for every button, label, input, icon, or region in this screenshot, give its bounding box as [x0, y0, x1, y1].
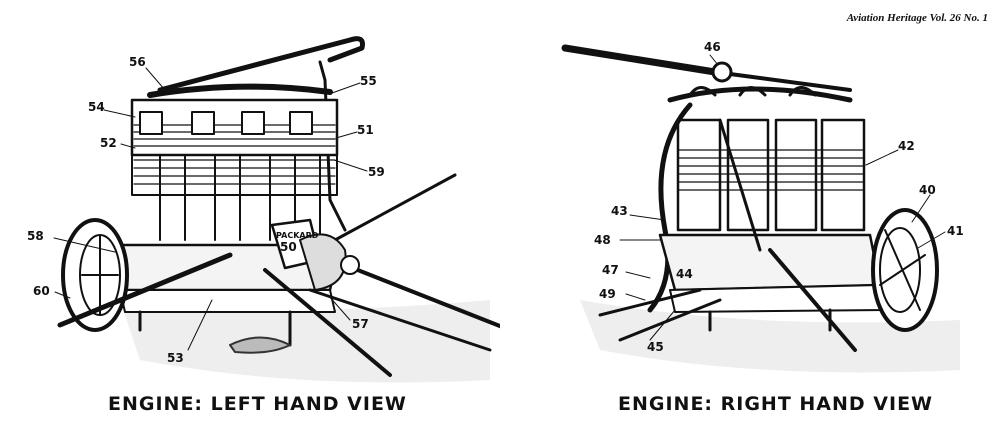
- right-view-caption: ENGINE: RIGHT HAND VIEW: [618, 393, 934, 415]
- callout-45: 45: [647, 340, 664, 354]
- callout-56: 56: [129, 55, 146, 69]
- right-hand-view-panel: 46 42 40 43 41 48 47 44 49 45 ENGINE: RI…: [500, 0, 1000, 439]
- callout-46: 46: [704, 40, 721, 54]
- journal-citation: Aviation Heritage Vol. 26 No. 1: [846, 12, 988, 24]
- callout-57: 57: [352, 317, 369, 331]
- callout-41: 41: [947, 224, 964, 238]
- left-view-caption: ENGINE: LEFT HAND VIEW: [108, 393, 407, 415]
- callout-43: 43: [611, 204, 628, 218]
- callout-54: 54: [88, 100, 105, 114]
- callout-44: 44: [676, 267, 693, 281]
- callout-42: 42: [898, 139, 915, 153]
- engine-brand-plate: PACKARD: [276, 231, 319, 240]
- left-engine-illustration: [53, 36, 500, 383]
- callout-47: 47: [602, 263, 619, 277]
- callout-48: 48: [594, 233, 611, 247]
- callout-50: 50: [280, 240, 297, 254]
- callout-52: 52: [100, 136, 117, 150]
- callout-40: 40: [919, 183, 936, 197]
- left-hand-view-panel: PACKARD 56 55 54 51 52 59 58 50 60 57 53…: [27, 36, 500, 415]
- right-engine-illustration: [561, 44, 960, 373]
- callout-55: 55: [360, 74, 377, 88]
- callout-49: 49: [599, 287, 616, 301]
- callout-58: 58: [27, 229, 44, 243]
- callout-59: 59: [368, 165, 385, 179]
- callout-53: 53: [167, 351, 184, 365]
- callout-60: 60: [33, 284, 50, 298]
- callout-51: 51: [357, 123, 374, 137]
